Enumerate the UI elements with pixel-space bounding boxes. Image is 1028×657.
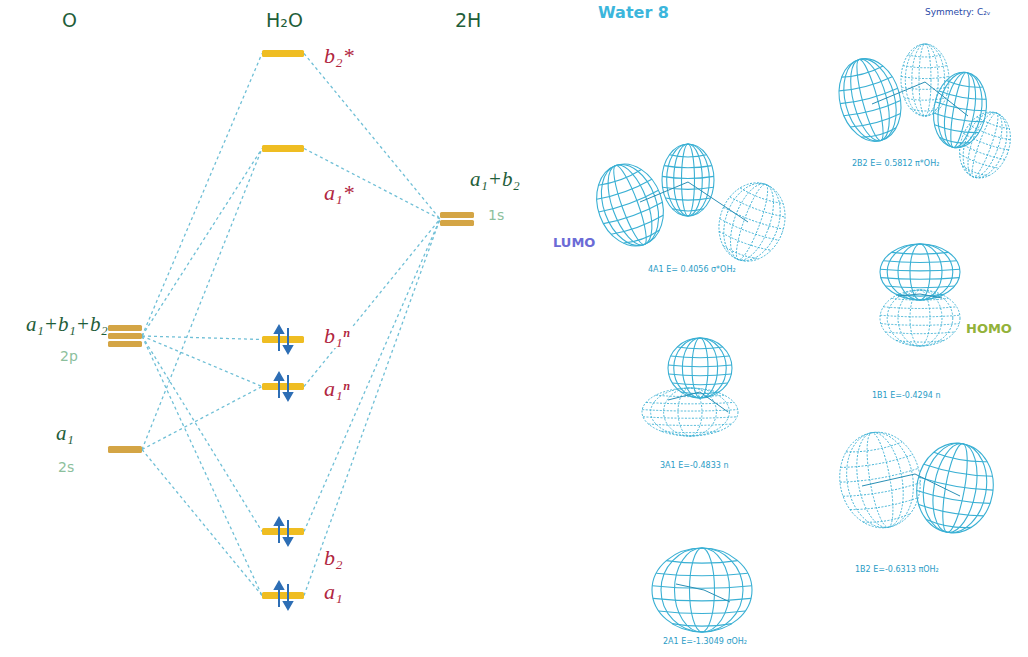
symmetry-note: Symmetry: C₂ᵥ xyxy=(925,8,991,18)
bond-line xyxy=(898,294,920,296)
orbital-lobe xyxy=(586,155,675,256)
frontier-label: HOMO xyxy=(966,322,1012,336)
correlation-line xyxy=(142,336,262,387)
correlation-line xyxy=(142,336,262,532)
energy-level: a₁* xyxy=(262,145,304,152)
orbital-lobe xyxy=(830,52,910,149)
column-heading: 2H xyxy=(455,10,481,31)
energy-level: b₂* xyxy=(262,50,304,57)
bond-line xyxy=(688,182,748,222)
symmetry-label: b₂* xyxy=(322,44,356,68)
symmetry-label: b₁ⁿ xyxy=(322,324,352,348)
correlation-line xyxy=(142,387,262,450)
level-bar xyxy=(262,592,304,599)
correlation-line xyxy=(142,149,262,337)
figure-title: Water 8 xyxy=(598,4,669,22)
orbital-lobe xyxy=(642,388,738,436)
energy-level: b₁ⁿ xyxy=(262,336,304,343)
orbital-caption: 1B2 E=-0.6313 πOH₂ xyxy=(855,566,939,575)
energy-level: a₁ xyxy=(262,592,304,599)
orbital-lobe xyxy=(880,244,960,300)
bond-line xyxy=(872,82,925,104)
symmetry-label: a₁* xyxy=(322,181,356,205)
bond-line xyxy=(862,474,915,486)
energy-level: a₁ⁿ xyxy=(262,383,304,390)
orbital-caption: 3A1 E=-0.4833 n xyxy=(660,462,728,471)
orbital-lobe xyxy=(832,426,927,534)
level-bar xyxy=(262,383,304,390)
symmetry-label: a₁ⁿ xyxy=(322,377,352,401)
orbital-label: 2s xyxy=(58,460,74,475)
symmetry-label: a₁ xyxy=(56,422,74,445)
level-bar xyxy=(108,325,142,347)
correlation-line xyxy=(142,149,262,450)
column-heading: O xyxy=(62,10,77,31)
correlation-line xyxy=(304,219,440,387)
orbital-lobe xyxy=(662,144,714,216)
level-bar xyxy=(262,528,304,535)
correlation-line xyxy=(304,219,440,532)
correlation-line xyxy=(304,149,440,220)
bond-line xyxy=(668,392,700,400)
correlation-line xyxy=(142,450,262,596)
orbital-lobe xyxy=(951,105,1019,185)
orbital-lobe xyxy=(708,173,796,270)
orbital-caption: 2A1 E=-1.3049 σOH₂ xyxy=(663,638,747,647)
correlation-line xyxy=(142,54,262,337)
level-bar xyxy=(108,446,142,453)
bond-line xyxy=(920,294,942,298)
frontier-label: LUMO xyxy=(553,236,595,250)
correlation-line xyxy=(142,336,262,340)
orbital-caption: 2B2 E= 0.5812 π*OH₂ xyxy=(852,160,939,169)
orbital-lobe xyxy=(652,548,752,632)
bond-line xyxy=(915,474,960,496)
bond-line xyxy=(676,584,704,590)
energy-level: a₁2s xyxy=(108,446,142,453)
bond-line xyxy=(704,590,730,602)
energy-level: a₁+b₂1s xyxy=(440,212,474,226)
orbital-caption: 4A1 E= 0.4056 σ*OH₂ xyxy=(648,266,736,275)
level-bar xyxy=(262,50,304,57)
symmetry-label: b₂ xyxy=(322,546,345,570)
bond-line xyxy=(925,82,968,116)
column-heading: H₂O xyxy=(266,10,303,31)
energy-level: b₂ xyxy=(262,528,304,535)
orbital-lobe xyxy=(901,44,949,116)
level-bar xyxy=(262,336,304,343)
orbital-label: 1s xyxy=(488,208,504,223)
symmetry-label: a₁+b₁+b₂ xyxy=(26,313,108,336)
energy-level: a₁+b₁+b₂2p xyxy=(108,325,142,347)
orbital-lobe xyxy=(910,437,1000,539)
symmetry-label: a₁ xyxy=(322,580,345,604)
correlation-line xyxy=(142,336,262,596)
orbital-lobe xyxy=(880,290,960,346)
bond-line xyxy=(640,182,688,202)
correlation-line xyxy=(304,219,440,596)
correlation-line xyxy=(304,54,440,220)
symmetry-label: a₁+b₂ xyxy=(470,168,520,191)
level-bar xyxy=(262,145,304,152)
level-bar xyxy=(440,212,474,226)
orbital-label: 2p xyxy=(60,349,78,364)
bond-line xyxy=(700,392,728,412)
orbital-caption: 1B1 E=-0.4294 n xyxy=(872,392,940,401)
